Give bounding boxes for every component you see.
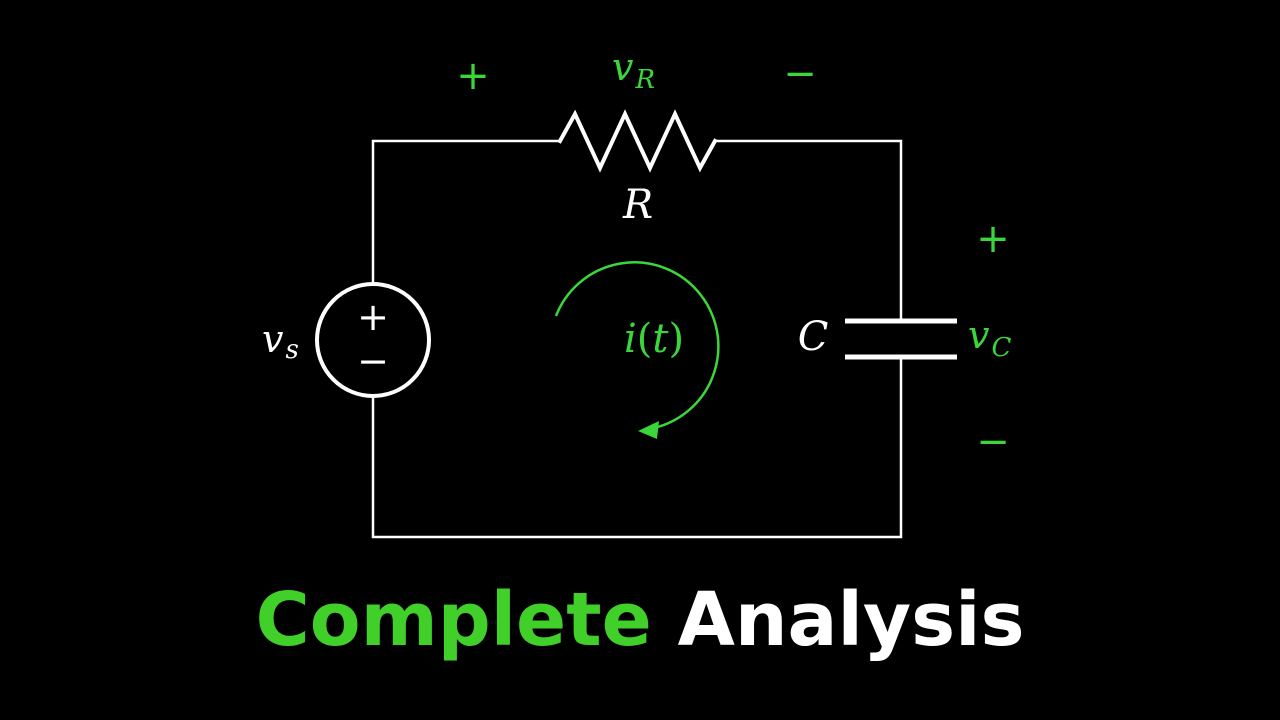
caption: Complete Analysis	[255, 577, 1024, 663]
resistor-symbol	[557, 109, 718, 173]
resistor-plus-sign: +	[456, 53, 490, 99]
resistor-voltage-main: v	[612, 45, 634, 89]
capacitor-label: C	[798, 314, 829, 360]
source-plus-sign: +	[357, 295, 389, 339]
resistor-minus-sign: −	[783, 51, 817, 97]
source-label-main: v	[262, 317, 284, 361]
capacitor-voltage-label: vC	[968, 313, 1011, 363]
wire-left-top	[371, 139, 560, 284]
wire-right-bottom	[371, 357, 903, 539]
current-label-close: )	[668, 316, 684, 362]
capacitor-voltage-main: v	[968, 313, 990, 357]
voltage-source: + −	[315, 282, 431, 398]
circuit-wires	[371, 139, 903, 539]
resistor-voltage-label: vR	[612, 45, 655, 95]
capacitor-minus-sign: −	[976, 419, 1010, 465]
caption-word-analysis: Analysis	[678, 577, 1025, 663]
resistor-voltage-subscript: R	[634, 65, 655, 95]
current-label: i(t)	[624, 316, 684, 362]
source-minus-sign: −	[357, 339, 389, 383]
capacitor-voltage-subscript: C	[991, 333, 1011, 363]
current-label-t: t	[652, 316, 669, 362]
capacitor-symbol	[845, 318, 957, 360]
capacitor-plus-sign: +	[976, 216, 1010, 262]
source-label-subscript: s	[285, 335, 298, 365]
current-label-i: i	[624, 316, 637, 362]
current-arrowhead-icon	[638, 421, 659, 439]
source-label: vs	[262, 317, 299, 365]
caption-space	[652, 577, 678, 663]
voltage-source-circle	[315, 282, 431, 398]
current-loop-arrow	[554, 261, 720, 439]
caption-word-complete: Complete	[255, 577, 651, 663]
resistor-label: R	[622, 182, 653, 228]
current-label-open: (	[637, 316, 653, 362]
current-arc	[554, 261, 720, 430]
wire-top-right	[715, 139, 903, 321]
